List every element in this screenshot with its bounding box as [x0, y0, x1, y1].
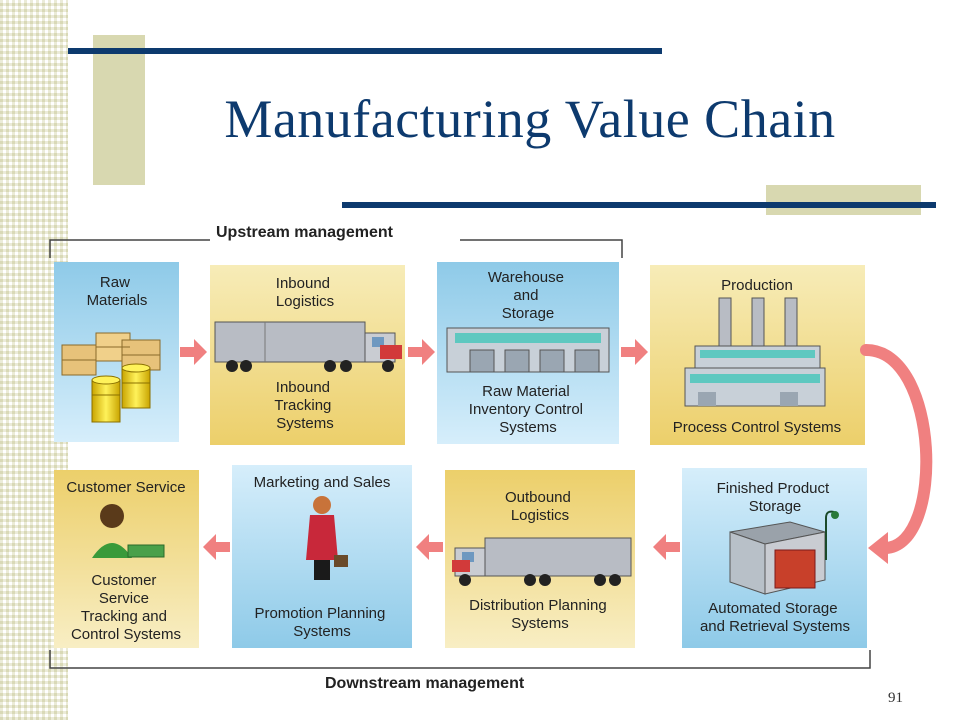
step-caption-line: Distribution Planning — [469, 597, 607, 614]
step-outbound-logistics: Outbound Logistics Distribution Planning… — [445, 470, 635, 648]
accent-block-left — [93, 35, 145, 185]
arrow-right — [180, 339, 207, 365]
barrels-icon — [91, 363, 151, 423]
svg-text:Automated Storage and Re: Automated Storage and Retrieval Systems — [700, 600, 850, 635]
svg-text:Process Control Systems: Process Control Systems — [673, 419, 841, 436]
svg-text:Warehouse and Stor: Warehouse and Storage — [488, 269, 568, 322]
step-label-line: Outbound — [505, 489, 571, 506]
step-label-line: Inbound — [276, 275, 330, 292]
step-label-line: and — [513, 287, 538, 304]
downstream-bracket: Downstream management — [49, 650, 871, 692]
accent-block-right — [766, 185, 921, 215]
step-label-line: Finished Product — [717, 480, 830, 497]
step-inbound-logistics: Inbound Logistics Inbound Tracking Syste… — [210, 265, 405, 445]
crates-icon — [61, 332, 161, 376]
arrow-left — [203, 534, 230, 560]
svg-text:Outbound Logistics: Outbound Logistics — [505, 489, 575, 524]
svg-text:Customer Service T: Customer Service Tracking and Control Sy… — [71, 572, 181, 643]
step-finished-product-storage: Finished Product Storage Automated Stora… — [682, 468, 867, 648]
step-warehouse-storage: Warehouse and Storage Raw Material Inven… — [437, 262, 619, 444]
step-caption-line: Systems — [511, 615, 569, 632]
step-caption-line: Process Control Systems — [673, 419, 841, 436]
step-caption-line: Tracking — [274, 397, 331, 414]
step-caption-line: Automated Storage — [708, 600, 837, 617]
step-caption-line: Tracking and — [81, 608, 167, 625]
step-label-line: Storage — [502, 305, 555, 322]
svg-text:Production: Production — [721, 277, 793, 294]
svg-text:Finished Product Storage: Finished Product Storage — [717, 480, 834, 515]
step-caption-line: Service — [99, 590, 149, 607]
arrow-left — [416, 534, 443, 560]
step-marketing-sales: Marketing and Sales Promotion Planning S… — [232, 465, 412, 648]
title-rule-top — [68, 48, 662, 54]
svg-text:Promotion Planning Syste: Promotion Planning Systems — [254, 605, 389, 640]
flow-arrows-bottom — [203, 534, 680, 560]
step-label-line: Warehouse — [488, 269, 564, 286]
step-caption-line: Systems — [276, 415, 334, 432]
step-label-line: Logistics — [511, 507, 569, 524]
customer-service-person-icon — [92, 504, 165, 558]
flow-arrows-top — [180, 339, 648, 365]
svg-text:Distribution Planning Sy: Distribution Planning Systems — [469, 597, 611, 632]
title-rule-bottom — [342, 202, 936, 208]
step-caption-line: Inventory Control — [469, 401, 583, 418]
arrow-right — [621, 339, 648, 365]
svg-text:Raw Material Inventory C: Raw Material Inventory Control Systems — [469, 383, 587, 436]
step-label-line: Marketing and Sales — [254, 474, 391, 491]
downstream-label: Downstream management — [325, 675, 525, 692]
step-caption-line: Control Systems — [71, 626, 181, 643]
warehouse-icon — [446, 327, 610, 373]
svg-text:Raw Materials: Raw Materials — [87, 274, 148, 309]
step-caption-line: Systems — [293, 623, 351, 640]
arrow-left — [653, 534, 680, 560]
salesperson-icon — [306, 496, 348, 580]
step-caption-line: and Retrieval Systems — [700, 618, 850, 635]
page-title: Manufacturing Value Chain — [224, 89, 836, 149]
step-label-line: Storage — [749, 498, 802, 515]
storage-building-icon — [729, 510, 839, 595]
page-number: 91 — [888, 690, 903, 706]
step-label-line: Logistics — [276, 293, 334, 310]
step-label-line: Raw — [100, 274, 130, 291]
step-caption-line: Raw Material — [482, 383, 570, 400]
svg-text:Marketing and Sales: Marketing and Sales — [254, 474, 391, 491]
factory-icon — [684, 297, 826, 407]
step-raw-materials: Raw Materials — [54, 262, 179, 442]
truck-icon — [452, 537, 632, 586]
curved-arrow — [860, 344, 933, 564]
step-caption-line: Systems — [499, 419, 557, 436]
upstream-bracket: Upstream management — [49, 220, 623, 258]
arrow-right — [408, 339, 435, 365]
svg-text:Inbound Tracking S: Inbound Tracking Systems — [274, 379, 335, 432]
truck-icon — [214, 321, 402, 372]
step-label-line: Production — [721, 277, 793, 294]
upstream-label: Upstream management — [216, 224, 394, 241]
step-label-line: Materials — [87, 292, 148, 309]
svg-text:Inbound Logistics: Inbound Logistics — [276, 275, 334, 310]
step-production: Production Process Control Systems — [650, 265, 865, 445]
step-caption-line: Promotion Planning — [254, 605, 385, 622]
step-caption-line: Inbound — [276, 379, 330, 396]
step-customer-service: Customer Service Customer Service Tracki… — [54, 470, 199, 648]
step-label-line: Customer Service — [66, 479, 185, 496]
svg-text:Customer Service: Customer Service — [66, 479, 185, 496]
step-caption-line: Customer — [91, 572, 156, 589]
